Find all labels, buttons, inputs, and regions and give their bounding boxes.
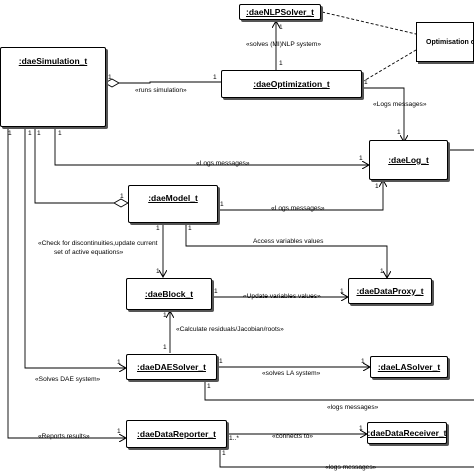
mult-dae-right: 1	[219, 358, 223, 365]
mult-log-bottom: 1	[375, 183, 379, 190]
class-dae-optimization[interactable]: :daeOptimization_t	[221, 70, 362, 98]
reports-results-line	[7, 128, 126, 438]
mult-rep-bottom: 1	[222, 450, 226, 457]
note-optimisation-only: Optimisation only	[416, 22, 474, 62]
logs-dae-line	[204, 380, 474, 401]
label-check-discontinuities-1: «Check for discontinuities,update curren…	[38, 240, 158, 247]
class-dae-dae-solver[interactable]: :daeDAESolver_t	[126, 354, 217, 380]
class-dae-log[interactable]: :daeLog_t	[369, 140, 448, 180]
solves-dae-line	[24, 128, 126, 368]
mult-block-bottom: 1	[163, 312, 167, 319]
access-variables-line	[186, 225, 387, 278]
class-dae-simulation[interactable]: :daeSimulation_t	[0, 47, 106, 127]
aggregation-diamond-sim	[104, 78, 120, 88]
mult-model-right: 1	[220, 201, 224, 208]
class-dae-la-solver[interactable]: :daeLASolver_t	[370, 356, 448, 378]
class-dae-model[interactable]: :daeModel_t	[128, 185, 218, 223]
label-solves-dae: «Solves DAE system»	[35, 376, 101, 383]
aggregation-diamond-model	[113, 198, 129, 208]
mult-proxy-left: 1	[340, 288, 344, 295]
label-runs-simulation: «runs simulation»	[135, 87, 187, 94]
mult-sim-b1: 1	[8, 130, 12, 137]
label-calculate-residuals: «Calculate residuals/Jacobian/roots»	[176, 326, 284, 333]
logs-opt-line	[362, 87, 404, 142]
label-update-variables: «Update variables values»	[243, 293, 321, 300]
label-connects-to: «connects to»	[272, 433, 314, 440]
label-reports-results: «Reports results»	[38, 433, 90, 440]
label-access-variables: Access variables values	[253, 238, 324, 245]
sim-model-line	[34, 128, 114, 204]
note-link-nlp	[321, 11, 417, 35]
mult-block-top: 1	[156, 268, 160, 275]
mult-rec-left: 1	[359, 425, 363, 432]
mult-block-right: 1	[214, 288, 218, 295]
mult-la-left: 1	[361, 358, 365, 365]
label-logs-messages-model: «Logs messages»	[271, 205, 325, 212]
note-link-opt	[361, 49, 417, 83]
label-logs-messages-opt: «Logs messages»	[373, 101, 427, 108]
logs-reporter-line	[219, 447, 474, 468]
mult-nlp-1: 1	[279, 24, 283, 31]
mult-opt-top: 1	[279, 60, 283, 67]
mult-sim-b2: 1	[28, 130, 32, 137]
mult-log-top: 1	[397, 129, 401, 136]
mult-opt-right: 1	[364, 79, 368, 86]
class-dae-data-receiver[interactable]: :daeDataReceiver_t	[367, 422, 447, 444]
label-logs-messages-sim: «Logs messages»	[196, 160, 250, 167]
mult-model-agg: 1	[120, 193, 124, 200]
mult-proxy-top: 1	[380, 268, 384, 275]
label-logs-messages-dae: «logs messages»	[327, 404, 379, 411]
mult-dae-left: 1	[117, 359, 121, 366]
mult-sim-b3: 1	[37, 130, 41, 137]
label-solves-nlp: «solves (MI)NLP system»	[246, 41, 321, 48]
class-dae-data-proxy[interactable]: :daeDataProxy_t	[348, 278, 432, 304]
logs-sim-line	[54, 128, 369, 165]
logs-model-line	[218, 180, 383, 211]
mult-model-bottom: 1	[156, 225, 160, 232]
class-dae-nlp-solver[interactable]: :daeNLPSolver_t	[239, 4, 321, 20]
mult-dae-bottom: 1	[207, 383, 211, 390]
mult-sim-agg: 1	[108, 74, 112, 81]
mult-dae-top: 1	[163, 344, 167, 351]
label-solves-la: «solves LA system»	[262, 370, 321, 377]
mult-sim-b4: 1	[58, 130, 62, 137]
label-logs-messages-reporter: «logs messages»	[325, 464, 377, 471]
mult-rep-right: 1..*	[229, 435, 239, 442]
class-dae-data-reporter[interactable]: :daeDataReporter_t	[126, 420, 227, 448]
mult-opt-left: 1	[213, 74, 217, 81]
mult-rep-left: 1	[117, 428, 121, 435]
mult-log-left: 1	[359, 155, 363, 162]
class-dae-block[interactable]: :daeBlock_t	[126, 278, 212, 310]
runs-simulation-line	[119, 81, 221, 84]
mult-model-proxy: 1	[188, 225, 192, 232]
label-check-discontinuities-2: set of active equations»	[54, 249, 124, 256]
